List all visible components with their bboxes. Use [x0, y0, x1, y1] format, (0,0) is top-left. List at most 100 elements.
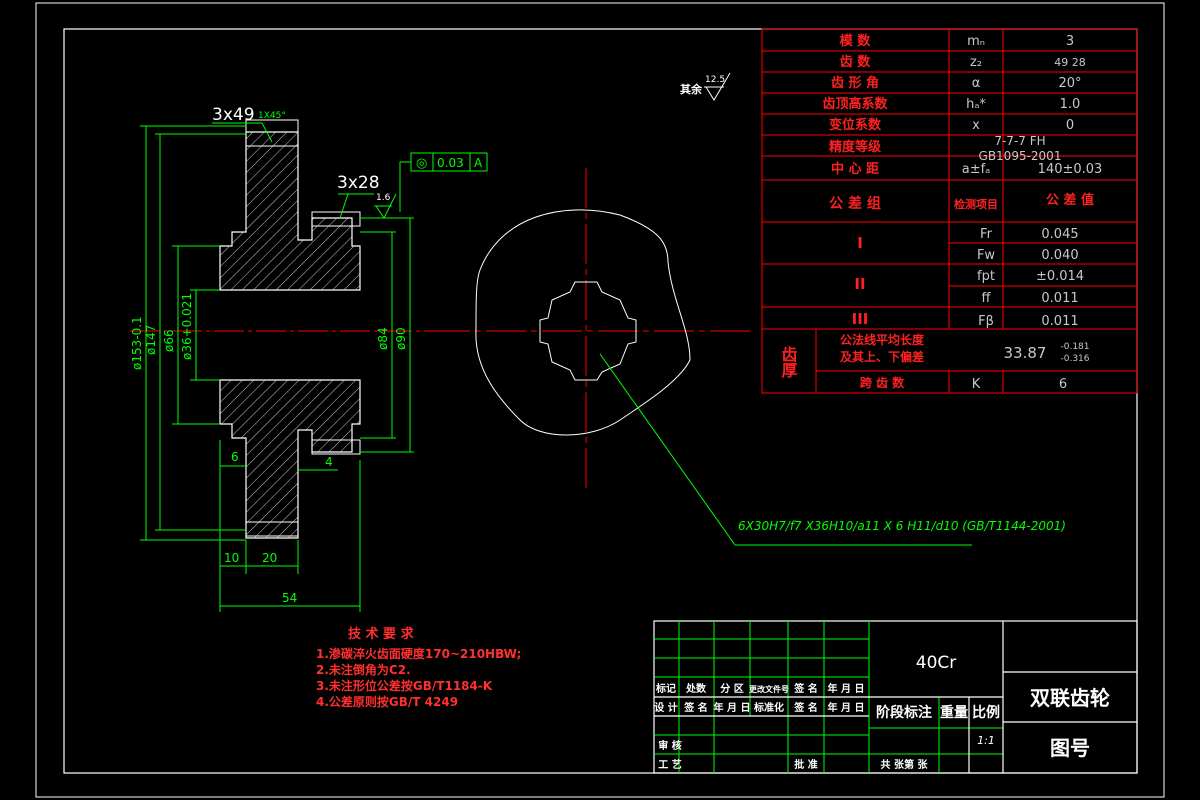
outer-frame: [35, 2, 1165, 798]
tb-design-sign: 签 名: [683, 701, 707, 714]
row-value-accuracy: GB1095-2001: [979, 149, 1062, 163]
section-view: ◎ 0.03 A 3x49 1X45° 3x28 1.6 ø153-0.1 ø1…: [130, 105, 488, 612]
tb-drawing-no: 图号: [1050, 736, 1090, 760]
dim-w54: 54: [282, 591, 297, 605]
common-normal-label-1: 公法线平均长度: [840, 332, 925, 347]
dim-w20: 20: [262, 551, 277, 565]
dim-d36: ø36+0.021: [180, 293, 194, 360]
group-III-symbol-1: Fβ: [978, 314, 994, 329]
gear-table-texts: 模 数 mₙ 3 齿 数 z₂ 49 28 齿 形 角 α 20° 齿顶高系数 …: [779, 33, 1103, 392]
tech-item-4: 4.公差原则按GB/T 4249: [316, 694, 458, 709]
tb-material: 40Cr: [916, 653, 957, 673]
tech-requirements: 技 术 要 求 1.渗碳淬火齿面硬度170~210HBW; 2.未注倒角为C2.…: [316, 626, 521, 709]
tb-scale: 比例: [972, 704, 1000, 721]
tb-zone: 分 区: [720, 682, 743, 695]
group-header-item: 检测项目: [954, 197, 998, 211]
dim-d84: ø84: [376, 327, 390, 350]
tb-count: 处数: [685, 682, 707, 695]
common-normal-value: 33.87: [1004, 344, 1047, 362]
row-value-center: 140±0.03: [1038, 162, 1103, 177]
row-symbol-addendum: hₐ*: [966, 97, 986, 112]
row-label-addendum: 齿顶高系数: [822, 96, 888, 112]
big-gear-upper-section: [219, 131, 361, 291]
front-view: 6X30H7/f7 X36H10/a11 X 6 H11/d10 (GB/T11…: [430, 168, 1066, 546]
runout-symbol: ◎: [416, 156, 427, 171]
tb-std-date: 年 月 日: [828, 701, 865, 714]
group-III-roman: III: [852, 310, 869, 328]
row-label-shift: 变位系数: [829, 117, 882, 133]
row-symbol-shift: x: [972, 118, 980, 133]
common-normal-lower: -0.316: [1060, 354, 1089, 364]
tb-change-doc: 更改文件号: [749, 684, 789, 694]
group-III-value-1: 0.011: [1041, 314, 1078, 329]
group-I-roman: I: [857, 234, 863, 252]
group-I-value-1: 0.045: [1041, 227, 1078, 242]
row-symbol-accuracy: 7-7-7 FH: [994, 134, 1045, 148]
group-I-symbol-1: Fr: [980, 227, 993, 242]
dim-d90: ø90: [394, 327, 408, 350]
tb-part-name: 双联齿轮: [1030, 686, 1110, 710]
tb-weight: 重量: [940, 704, 968, 721]
roughness-symbol: 其余 12.5: [680, 72, 731, 101]
span-value: 6: [1059, 377, 1067, 392]
tb-standard: 标准化: [753, 701, 784, 714]
group-header-tolerance: 公 差 值: [1046, 192, 1094, 208]
row-label-teeth: 齿 数: [840, 54, 872, 70]
hub-outline: [475, 209, 691, 436]
row-value-addendum: 1.0: [1060, 97, 1081, 112]
group-II-value-1: ±0.014: [1036, 269, 1084, 284]
dim-d147: ø147: [144, 325, 158, 355]
spline-callout: 6X30H7/f7 X36H10/a11 X 6 H11/d10 (GB/T11…: [738, 519, 1066, 533]
group-I-symbol-2: Fw: [977, 248, 995, 263]
runout-tolerance-frame: ◎ 0.03 A: [410, 152, 488, 172]
tb-date: 年 月 日: [828, 682, 865, 695]
row-label-center: 中 心 距: [831, 161, 879, 177]
big-gear-lower-section: [219, 379, 361, 539]
dim-d66: ø66: [162, 329, 176, 352]
dim-w4: 4: [325, 455, 333, 469]
runout-datum: A: [474, 156, 483, 170]
roughness-local: 1.6: [376, 193, 391, 203]
tb-design: 设 计: [654, 701, 677, 714]
tb-design-date: 年 月 日: [714, 701, 751, 714]
row-label-angle: 齿 形 角: [831, 75, 879, 91]
group-II-value-2: 0.011: [1041, 291, 1078, 306]
group-II-roman: II: [854, 275, 865, 293]
row-value-module: 3: [1066, 34, 1074, 49]
chamfer-label: 1X45°: [258, 111, 286, 121]
tb-sign: 签 名: [793, 682, 817, 695]
dim-d153: ø153-0.1: [130, 316, 144, 370]
group-I-value-2: 0.040: [1041, 248, 1078, 263]
tb-process: 工 艺: [658, 758, 681, 771]
thickness-label: 齿厚: [779, 345, 798, 379]
group-II-symbol-1: fpt: [977, 269, 995, 284]
row-value-teeth: 49 28: [1054, 56, 1086, 69]
common-normal-label-2: 及其上、下偏差: [840, 349, 924, 364]
gear-small-spec: 3x28: [337, 173, 380, 193]
tb-approve: 批 准: [794, 758, 817, 771]
group-header-label: 公 差 组: [829, 195, 881, 212]
roughness-value: 12.5: [705, 75, 725, 85]
row-label-module: 模 数: [840, 33, 872, 49]
span-symbol: K: [972, 377, 981, 392]
span-label: 跨 齿 数: [860, 375, 905, 390]
tech-item-1: 1.渗碳淬火齿面硬度170~210HBW;: [316, 646, 521, 661]
gear-parameter-table: [761, 28, 1138, 394]
common-normal-upper: -0.181: [1060, 342, 1089, 352]
roughness-prefix: 其余: [680, 82, 703, 96]
runout-value: 0.03: [437, 156, 464, 170]
tech-item-3: 3.未注形位公差按GB/T1184-K: [316, 678, 493, 693]
dim-w6: 6: [231, 450, 239, 464]
spline-bore: [539, 281, 637, 381]
title-block: 标记 处数 分 区 更改文件号 签 名 年 月 日 设 计 签 名 年 月 日 …: [653, 620, 1138, 774]
tb-sheet: 共 张第 张: [881, 758, 929, 771]
tech-item-2: 2.未注倒角为C2.: [316, 662, 411, 677]
row-symbol-center: a±fₐ: [962, 162, 991, 177]
row-value-angle: 20°: [1058, 76, 1081, 91]
gear-big-spec: 3x49: [212, 105, 255, 125]
row-label-accuracy: 精度等级: [829, 139, 882, 155]
row-symbol-angle: α: [972, 76, 981, 91]
inner-frame: [63, 28, 1138, 774]
tb-mark: 标记: [655, 682, 676, 695]
